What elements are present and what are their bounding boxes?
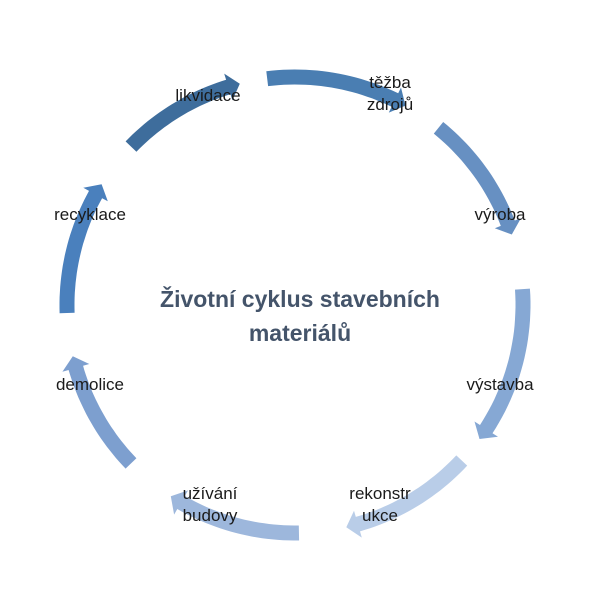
- diagram-title-line-2: materiálů: [248, 320, 352, 346]
- stage-label-tezba-zdroju: těžba zdrojů: [366, 73, 414, 114]
- stage-label-likvidace: likvidace: [175, 86, 241, 105]
- arrow-likvidace-to-tezba: [125, 73, 240, 152]
- stage-label-recyklace: recyklace: [54, 205, 126, 224]
- arrow-uzivani-to-demolice: [170, 490, 300, 541]
- arrow-recyklace-to-likvidace: [59, 184, 108, 314]
- arrow-tezba-to-vyroba: [266, 69, 406, 113]
- diagram-title-line-1: Životní cyklus stavebních: [160, 286, 440, 312]
- arrow-vystavba-to-rekonstrukce: [474, 288, 531, 439]
- diagram-title: Životní cyklus stavebních materiálů: [130, 282, 470, 350]
- stage-label-uzivani-budovy: užívání budovy: [182, 484, 238, 525]
- arrow-vyroba-to-vystavba: [433, 122, 521, 235]
- arrow-rekonstrukce-to-uzivani: [346, 455, 468, 538]
- stage-label-demolice: demolice: [55, 375, 125, 394]
- stage-label-vystavba: výstavba: [466, 375, 534, 394]
- stage-label-vyroba: výroba: [474, 205, 526, 224]
- arrow-demolice-to-recyklace: [62, 356, 137, 469]
- stage-label-rekonstrukce: rekonstr ukce: [349, 484, 411, 525]
